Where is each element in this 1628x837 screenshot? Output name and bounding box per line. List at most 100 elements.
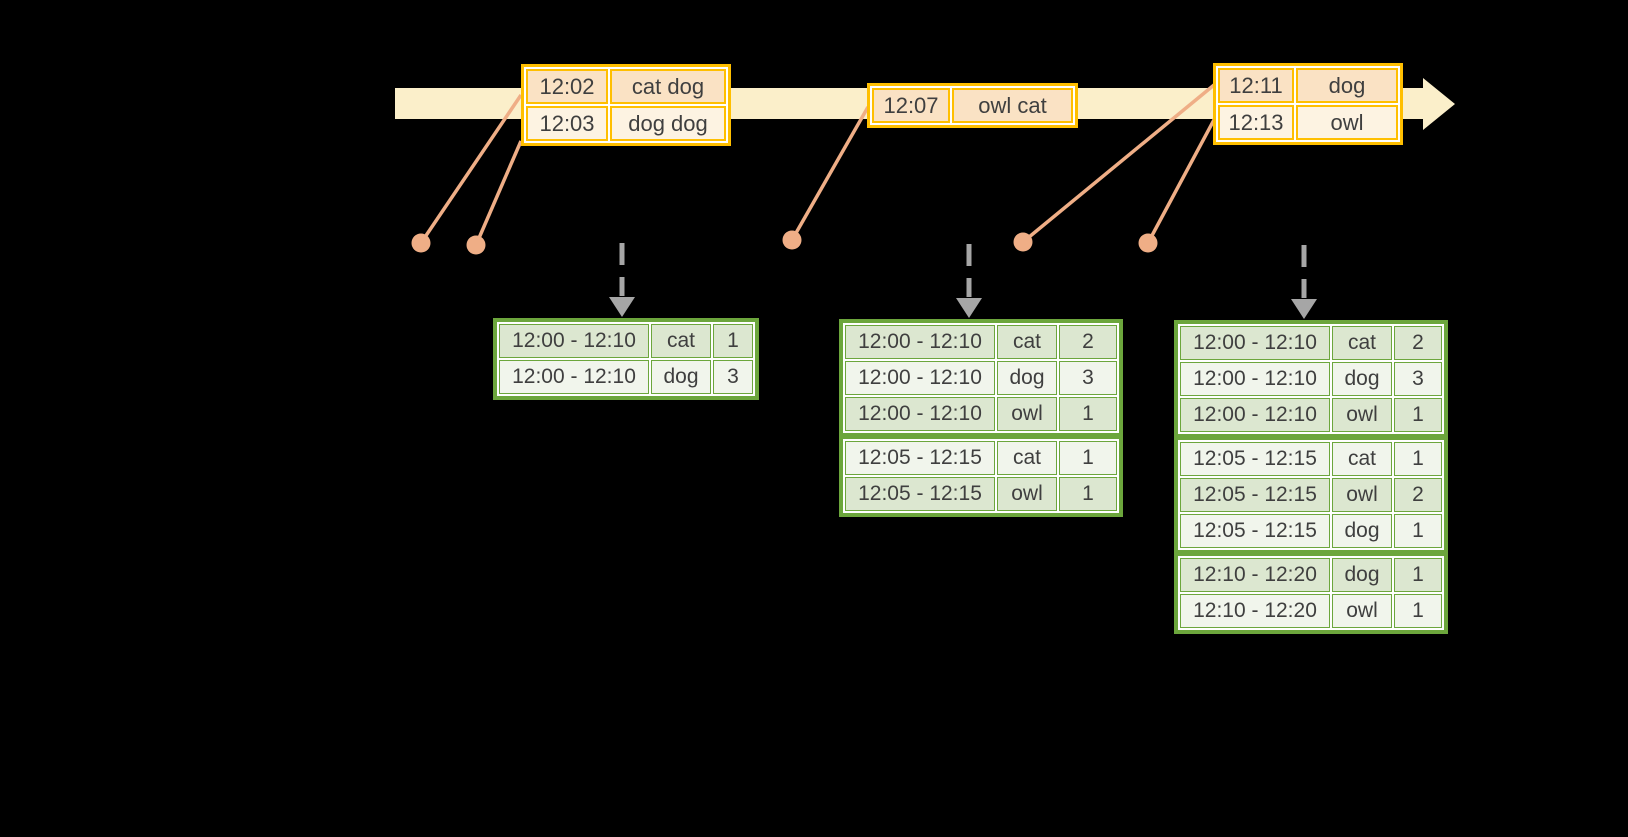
event-dot [1138,233,1158,253]
event-time-cell: 12:03 [526,106,608,141]
count-cell: 3 [1059,361,1117,395]
window-group-separator [1178,550,1444,556]
word-cell: dog [651,360,711,394]
arrowhead-down-icon [609,297,635,317]
event-dot [466,235,486,255]
word-cell: dog [1332,362,1392,396]
event-time-cell: 12:13 [1218,105,1294,140]
connector-line [474,140,523,246]
word-cell: cat [1332,442,1392,476]
window-cell: 12:00 - 12:10 [499,360,649,394]
window-group-separator [843,433,1119,439]
word-cell: dog [1332,514,1392,548]
connector-line [1021,83,1216,244]
event-words-cell: dog dog [610,106,726,141]
window-cell: 12:10 - 12:20 [1180,594,1330,628]
count-cell: 1 [1394,398,1442,432]
connector-line [1146,117,1217,244]
count-cell: 1 [1059,397,1117,431]
window-cell: 12:05 - 12:15 [1180,442,1330,476]
window-group-separator [1178,434,1444,440]
window-cell: 12:00 - 12:10 [845,397,995,431]
count-cell: 3 [713,360,753,394]
word-cell: owl [1332,398,1392,432]
count-cell: 3 [1394,362,1442,396]
word-cell: dog [997,361,1057,395]
window-cell: 12:00 - 12:10 [1180,326,1330,360]
event-dot [782,230,802,250]
word-cell: owl [997,477,1057,511]
count-cell: 1 [1394,594,1442,628]
event-words-cell: dog [1296,68,1398,103]
word-cell: owl [1332,594,1392,628]
connector-line [790,106,870,241]
word-cell: dog [1332,558,1392,592]
arrowhead-down-icon [956,298,982,318]
window-cell: 12:05 - 12:15 [845,477,995,511]
count-cell: 2 [1394,478,1442,512]
count-cell: 1 [1059,441,1117,475]
word-cell: owl [1332,478,1392,512]
word-cell: cat [1332,326,1392,360]
event-time-cell: 12:02 [526,69,608,104]
window-cell: 12:05 - 12:15 [845,441,995,475]
word-cell: cat [997,325,1057,359]
count-cell: 1 [1059,477,1117,511]
event-words-cell: cat dog [610,69,726,104]
event-dot [411,233,431,253]
count-cell: 1 [1394,558,1442,592]
event-time-cell: 12:11 [1218,68,1294,103]
event-time-cell: 12:07 [872,88,950,123]
event-connector-lines [419,83,1217,246]
window-cell: 12:05 - 12:15 [1180,514,1330,548]
connector-line [419,94,523,244]
event-words-cell: owl [1296,105,1398,140]
window-cell: 12:00 - 12:10 [845,325,995,359]
count-cell: 1 [1394,514,1442,548]
word-cell: cat [997,441,1057,475]
event-dots [411,230,1158,255]
event-words-cell: owl cat [952,88,1073,123]
window-cell: 12:05 - 12:15 [1180,478,1330,512]
window-cell: 12:00 - 12:10 [1180,398,1330,432]
arrowhead-down-icon [1291,299,1317,319]
window-cell: 12:00 - 12:10 [1180,362,1330,396]
count-cell: 2 [1394,326,1442,360]
window-cell: 12:10 - 12:20 [1180,558,1330,592]
window-cell: 12:00 - 12:10 [499,324,649,358]
count-cell: 2 [1059,325,1117,359]
word-cell: cat [651,324,711,358]
trigger-arrows [609,243,1317,319]
count-cell: 1 [713,324,753,358]
event-dot [1013,232,1033,252]
word-cell: owl [997,397,1057,431]
window-cell: 12:00 - 12:10 [845,361,995,395]
